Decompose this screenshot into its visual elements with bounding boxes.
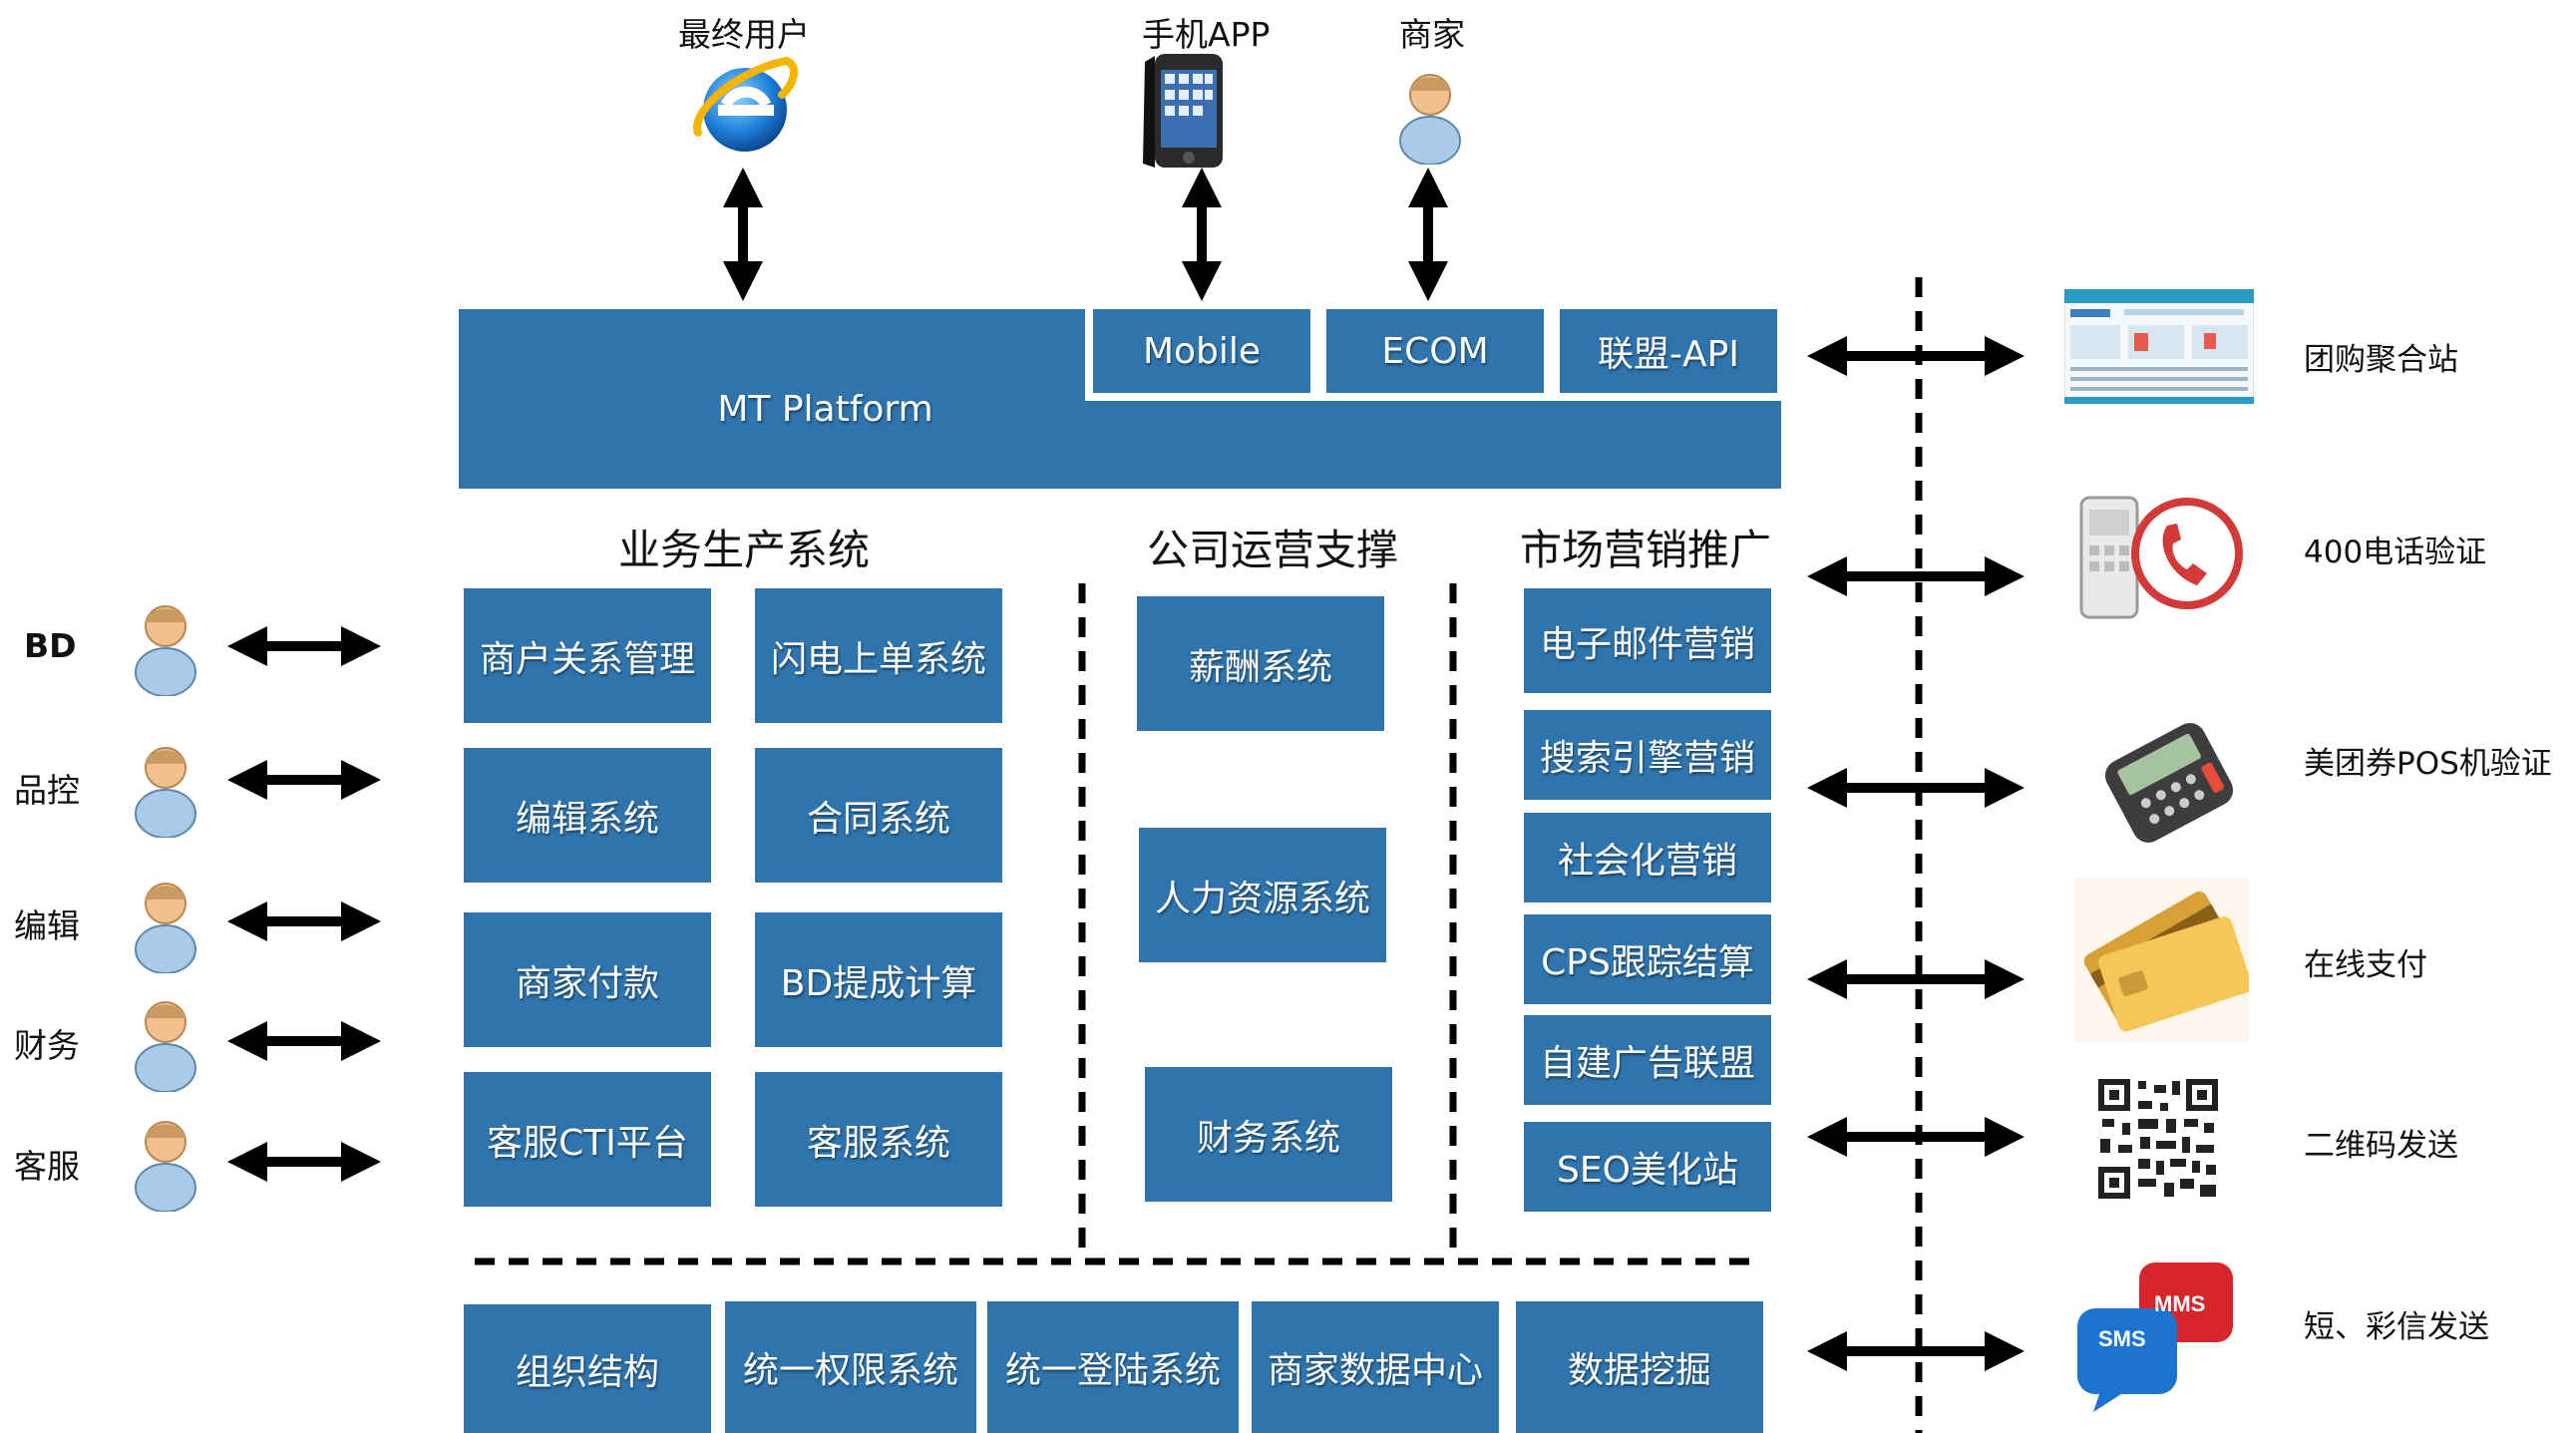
- marketing-item: 电子邮件营销: [1524, 588, 1771, 693]
- shared-service-item: 数据挖掘: [1516, 1301, 1763, 1433]
- ie-label: 最终用户: [678, 15, 810, 54]
- sms-badge: SMS: [2098, 1326, 2146, 1351]
- mms-badge: MMS: [2154, 1291, 2206, 1316]
- production-item: BD提成计算: [755, 912, 1002, 1047]
- production-item: 闪电上单系统: [755, 588, 1002, 723]
- mt-platform-label: MT Platform: [717, 388, 933, 430]
- app-label: 手机APP: [1142, 15, 1271, 54]
- production-title: 业务生产系统: [618, 526, 871, 574]
- payment-card-icon: [2074, 878, 2249, 1042]
- person-icon: [135, 747, 196, 838]
- role-label: 编辑: [14, 906, 80, 945]
- merchant-person-icon: [1399, 74, 1461, 165]
- marketing-item: 搜索引擎营销: [1524, 710, 1771, 800]
- operations-item: 财务系统: [1145, 1067, 1392, 1202]
- role-label: BD: [24, 626, 77, 665]
- marketing-item: 自建广告联盟: [1524, 1015, 1771, 1105]
- shared-service-item: 商家数据中心: [1252, 1301, 1499, 1433]
- ecom-box: ECOM: [1326, 309, 1544, 393]
- role-label: 品控: [14, 771, 80, 810]
- operations-item: 人力资源系统: [1139, 828, 1386, 962]
- operations-item: 薪酬系统: [1137, 596, 1384, 731]
- role-label: 财务: [14, 1026, 80, 1065]
- channel-label: 二维码发送: [2304, 1128, 2458, 1164]
- shared-service-item: 统一登陆系统: [987, 1301, 1239, 1433]
- marketing-item: 社会化营销: [1524, 813, 1771, 902]
- production-item: 合同系统: [755, 748, 1002, 883]
- marketing-item: SEO美化站: [1524, 1122, 1771, 1212]
- api-box: 联盟-API: [1560, 309, 1777, 393]
- production-item: 商户关系管理: [464, 588, 711, 723]
- shared-service-item: 统一权限系统: [725, 1301, 976, 1433]
- channel-label: 在线支付: [2304, 947, 2427, 983]
- person-icon: [135, 1121, 196, 1212]
- mobile-box: Mobile: [1093, 309, 1310, 393]
- merchant-label: 商家: [1399, 15, 1465, 54]
- person-icon: [135, 1001, 196, 1092]
- telephone-icon: [2079, 496, 2243, 619]
- person-icon: [135, 605, 196, 696]
- production-item: 客服CTI平台: [464, 1072, 711, 1207]
- channel-label: 美团券POS机验证: [2304, 746, 2552, 782]
- channel-label: 短、彩信发送: [2304, 1309, 2489, 1345]
- browser-icon: [693, 56, 799, 152]
- channel-label: 400电话验证: [2304, 535, 2487, 570]
- person-icon: [135, 883, 196, 973]
- channel-label: 团购聚合站: [2304, 342, 2458, 378]
- marketing-item: CPS跟踪结算: [1524, 914, 1771, 1004]
- production-item: 商家付款: [464, 912, 711, 1047]
- production-item: 编辑系统: [464, 748, 711, 883]
- marketing-title: 市场营销推广: [1520, 526, 1772, 574]
- sms-mms-icon: [2077, 1262, 2233, 1412]
- role-label: 客服: [14, 1147, 80, 1186]
- website-thumbnail-icon: [2064, 289, 2254, 404]
- production-item: 客服系统: [755, 1072, 1002, 1207]
- pos-terminal-icon: [2104, 723, 2234, 843]
- shared-service-item: 组织结构: [464, 1304, 711, 1433]
- operations-title: 公司运营支撑: [1147, 526, 1399, 574]
- mobile-phone-icon: [1143, 54, 1223, 168]
- qr-code-icon: [2094, 1075, 2222, 1203]
